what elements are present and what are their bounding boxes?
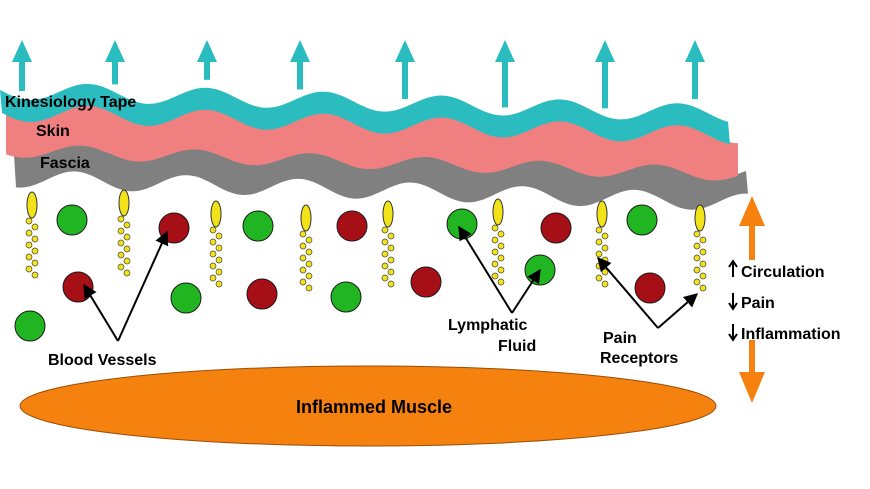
pointer-pain-1 — [597, 256, 659, 329]
lymphatic-cell — [626, 204, 658, 236]
pointer-blood-vessel-1 — [83, 283, 119, 342]
effect-pain: Pain — [728, 293, 775, 312]
teal-up-arrow-icon — [395, 40, 415, 100]
muscle-label: Inflammed Muscle — [296, 397, 452, 417]
pain-receptors-label-line2: Receptors — [600, 350, 678, 367]
skin-layer — [6, 103, 738, 181]
blood-vessel-cell — [634, 272, 666, 304]
lymphatic-cell — [330, 281, 362, 313]
blood-vessel-cell — [410, 266, 442, 298]
pain-receptors — [25, 189, 707, 292]
fascia-label: Fascia — [40, 155, 90, 172]
pain-receptor — [693, 204, 707, 292]
up-arrow-icon — [728, 259, 738, 277]
lymphatic-cell — [242, 210, 274, 242]
effect-inflammation: Inflammation — [728, 324, 841, 343]
pointer-lines — [83, 225, 699, 342]
blood-vessel-cell — [336, 210, 368, 242]
pointer-lymph-2 — [511, 268, 541, 314]
blood-vessels-label: Blood Vessels — [48, 352, 157, 369]
effect-inflammation-label: Inflammation — [741, 326, 841, 343]
teal-up-arrow-icon — [105, 40, 125, 85]
blood-vessel-cell — [246, 278, 278, 310]
down-arrow-icon — [728, 324, 738, 342]
down-arrow-icon — [728, 293, 738, 311]
teal-up-arrow-icon — [595, 40, 615, 109]
pain-receptor — [25, 191, 39, 279]
pain-receptor — [595, 200, 609, 288]
orange-double-arrow-icon — [739, 196, 765, 403]
lymphatic-cell — [14, 310, 46, 342]
lymphatic-cell — [446, 208, 478, 240]
lymphatic-label-line2: Fluid — [498, 338, 536, 355]
lift-arrows — [12, 40, 705, 109]
effect-pain-label: Pain — [741, 295, 775, 312]
kinesiology-tape-layer — [0, 83, 730, 145]
tissue-cells — [14, 204, 666, 342]
teal-up-arrow-icon — [290, 40, 310, 90]
pain-receptors-label-line1: Pain — [603, 330, 637, 347]
pain-receptor — [299, 204, 313, 292]
effect-circulation: Circulation — [728, 259, 825, 281]
blood-vessel-cell — [540, 212, 572, 244]
teal-up-arrow-icon — [495, 40, 515, 108]
teal-up-arrow-icon — [685, 40, 705, 100]
pointer-pain-2 — [657, 293, 699, 329]
pain-receptor — [491, 198, 505, 286]
blood-vessel-cell — [62, 271, 94, 303]
effects-list: Circulation Pain Inflammation — [728, 259, 841, 343]
pain-receptor — [117, 189, 131, 277]
pain-receptor — [209, 200, 223, 288]
pain-receptor — [381, 200, 395, 288]
pointer-lymph-1 — [458, 225, 513, 314]
effect-circulation-label: Circulation — [741, 264, 825, 281]
lymphatic-label-line1: Lymphatic — [448, 317, 528, 334]
teal-up-arrow-icon — [12, 40, 32, 92]
inflamed-muscle — [19, 365, 717, 447]
teal-up-arrow-icon — [197, 40, 217, 80]
fascia-layer — [14, 143, 748, 210]
tape-label: Kinesiology Tape — [5, 94, 136, 111]
skin-label: Skin — [36, 123, 70, 140]
lymphatic-cell — [170, 282, 202, 314]
pointer-blood-vessel-2 — [117, 230, 169, 342]
lymphatic-cell — [56, 204, 88, 236]
